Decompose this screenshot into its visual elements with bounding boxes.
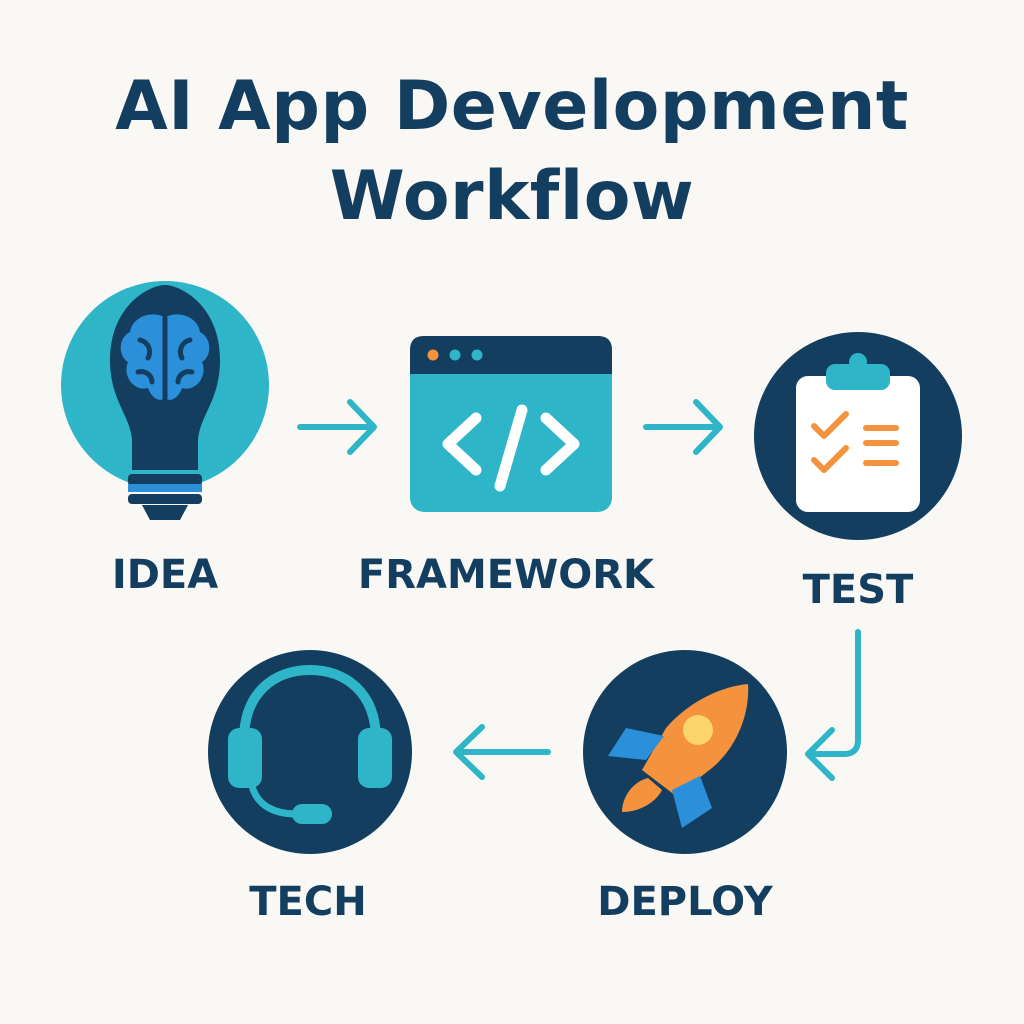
clipboard-checklist-icon <box>754 332 962 540</box>
arrow-idea-to-framework <box>297 399 377 455</box>
step-label-tech: TECH <box>249 879 367 925</box>
lightbulb-brain-icon <box>61 281 269 520</box>
arrow-framework-to-test <box>643 399 723 455</box>
step-label-test: TEST <box>802 567 914 613</box>
step-label-framework: FRAMEWORK <box>357 552 655 598</box>
page-title: AI App Development Workflow <box>0 62 1024 242</box>
title-line-1: AI App Development <box>115 67 909 146</box>
headset-icon <box>208 650 412 854</box>
title-line-2: Workflow <box>329 157 695 236</box>
arrow-test-to-deploy <box>805 629 861 781</box>
arrow-deploy-to-tech <box>453 724 551 780</box>
rocket-icon <box>583 650 787 854</box>
code-window-icon <box>410 336 612 512</box>
step-label-deploy: DEPLOY <box>597 879 773 925</box>
step-label-idea: IDEA <box>111 552 219 598</box>
